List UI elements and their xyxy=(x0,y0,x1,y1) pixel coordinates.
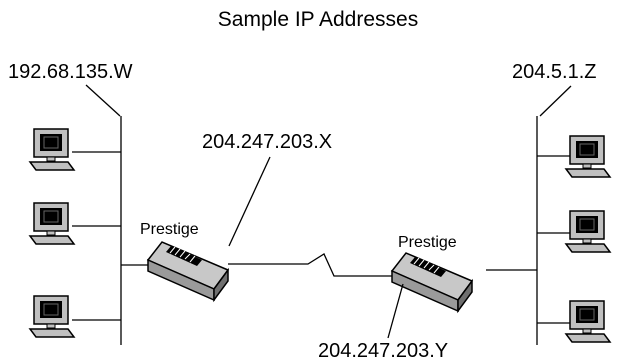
computer-icon xyxy=(565,210,611,253)
left-wan-pointer xyxy=(228,156,271,247)
router-icon xyxy=(391,252,473,312)
left-router-label: Prestige xyxy=(140,221,199,238)
computer-icon xyxy=(29,128,75,171)
right-network-address: 204.5.1.Z xyxy=(512,61,597,83)
left-router-wan-address: 204.247.203.X xyxy=(202,131,332,153)
left-address-pointer xyxy=(85,84,121,117)
right-router-label: Prestige xyxy=(398,234,457,251)
right-router-wan-address: 204.247.203.Y xyxy=(318,340,448,362)
router-icon xyxy=(147,241,229,301)
computer-icon xyxy=(29,295,75,338)
right-wan-pointer xyxy=(387,283,404,339)
left-network-address: 192.68.135.W xyxy=(8,61,133,83)
diagram-title: Sample IP Addresses xyxy=(218,8,418,31)
computer-icon xyxy=(565,300,611,343)
right-address-pointer xyxy=(539,85,572,117)
computer-icon xyxy=(565,135,611,178)
wan-link xyxy=(228,253,420,277)
computer-icon xyxy=(29,202,75,245)
